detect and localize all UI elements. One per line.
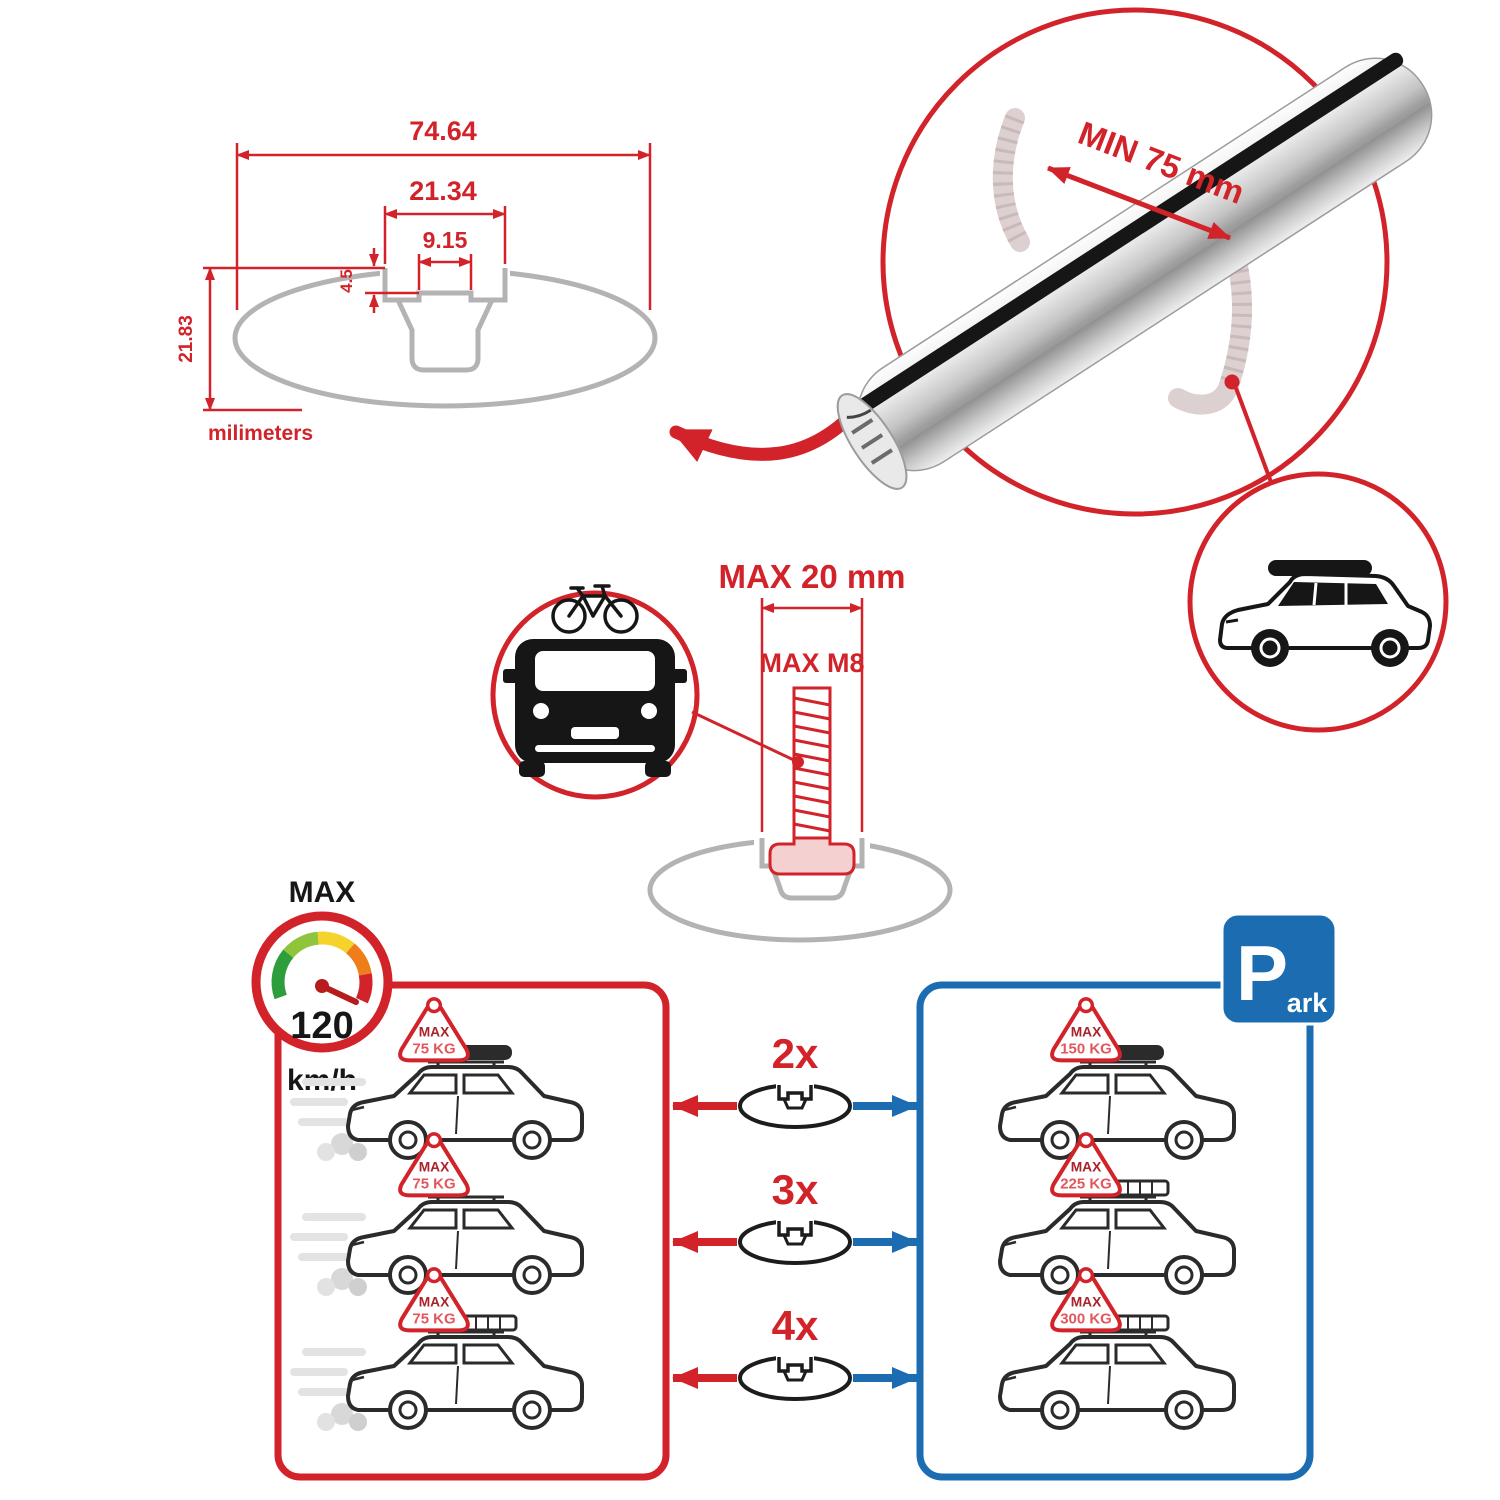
- profile-cavity: [395, 298, 495, 373]
- parked-car-2: MAX 225 KG: [998, 1134, 1236, 1295]
- gauge-max-label: MAX: [289, 876, 356, 909]
- driving-car-3: MAX 75 KG: [294, 1269, 584, 1431]
- suv-roofbox-vignette: [1187, 471, 1449, 733]
- aluminium-bar: [836, 52, 1433, 490]
- tag-kg-value: 225 KG: [1060, 1176, 1111, 1193]
- bolt-diagram: MAX 20 mm MAX M8: [490, 558, 953, 943]
- load-tag: MAX 75 KG: [400, 1134, 468, 1196]
- min-span-arrow: [1047, 165, 1231, 241]
- units-label: milimeters: [208, 422, 313, 445]
- park-sign-suffix: ark: [1287, 988, 1329, 1018]
- bar-count-row-2: 3x: [672, 1166, 918, 1265]
- bolt-head: [768, 836, 856, 876]
- tag-max-label: MAX: [419, 1159, 450, 1174]
- tag-kg-value: 75 KG: [412, 1176, 455, 1193]
- load-tag: MAX 225 KG: [1052, 1134, 1120, 1196]
- tag-max-label: MAX: [1071, 1024, 1102, 1039]
- t-bolt: [768, 686, 856, 876]
- load-tag: MAX 75 KG: [400, 1269, 468, 1331]
- car-front-vignette: [490, 584, 700, 800]
- circle-connector: [1234, 387, 1273, 483]
- driving-car-2: MAX 75 KG: [294, 1134, 584, 1296]
- park-sign-plate: [1220, 912, 1338, 1026]
- suv-with-roofbox: [1218, 560, 1432, 667]
- car-front-icon: [503, 639, 687, 777]
- speed-limit-gauge: MAX 120 km/h: [251, 876, 393, 1097]
- dim-total-width: 74.64: [409, 116, 477, 146]
- dim-slot-outer: 21.34: [409, 176, 477, 206]
- load-tag: MAX 75 KG: [400, 999, 468, 1061]
- roof-box: [1268, 560, 1372, 576]
- dim-total-height: 21.83: [176, 315, 197, 363]
- profile-slot: [382, 268, 508, 303]
- parked-car-1: MAX 150 KG: [998, 999, 1236, 1160]
- crossbar-profile-icon: [738, 1352, 852, 1401]
- bar-count-row-3: 4x: [672, 1302, 918, 1401]
- clamp-strap-left: [992, 108, 1030, 252]
- bar-count: 2x: [772, 1030, 819, 1077]
- vignette-connector: [691, 710, 799, 764]
- bar-count: 4x: [772, 1302, 819, 1349]
- bar-count: 3x: [772, 1166, 819, 1213]
- park-sign: P ark: [1220, 912, 1338, 1026]
- dim-step-depth: 4.5: [337, 269, 356, 293]
- bolt-max-width-label: MAX 20 mm: [718, 558, 905, 595]
- park-sign-letter: P: [1236, 929, 1288, 1017]
- magnifier-circle: [880, 7, 1390, 517]
- bar-count-row-1: 2x: [672, 1030, 918, 1129]
- load-tag: MAX 300 KG: [1052, 1269, 1120, 1331]
- bicycle-icon: [551, 584, 639, 634]
- comparison-section: MAX 120 km/h P ark 2x: [251, 876, 1338, 1481]
- clamp-point-dot: [1224, 374, 1240, 390]
- driving-car-1: MAX 75 KG: [294, 999, 584, 1161]
- profile-dimension-diagram: 74.64 21.34 9.15 4.5 21.83 milimeters: [176, 116, 658, 445]
- parked-car-3: MAX 300 KG: [998, 1269, 1236, 1430]
- tag-max-label: MAX: [419, 1294, 450, 1309]
- pointer-arrow: [669, 397, 869, 462]
- tag-max-label: MAX: [1071, 1294, 1102, 1309]
- tag-kg-value: 75 KG: [412, 1311, 455, 1328]
- dim-slot-inner: 9.15: [423, 227, 468, 253]
- gauge-value: 120: [290, 1005, 353, 1047]
- load-tag: MAX 150 KG: [1052, 999, 1120, 1061]
- tag-max-label: MAX: [1071, 1159, 1102, 1174]
- tag-kg-value: 300 KG: [1060, 1311, 1111, 1328]
- bolt-max-thread-label: MAX M8: [759, 648, 864, 678]
- bar-closeup: MIN 75 mm: [836, 7, 1449, 733]
- crossbar-profile-icon: [738, 1216, 852, 1265]
- tag-max-label: MAX: [419, 1024, 450, 1039]
- tag-kg-value: 150 KG: [1060, 1041, 1111, 1058]
- crossbar-profile-icon: [738, 1080, 852, 1129]
- tag-kg-value: 75 KG: [412, 1041, 455, 1058]
